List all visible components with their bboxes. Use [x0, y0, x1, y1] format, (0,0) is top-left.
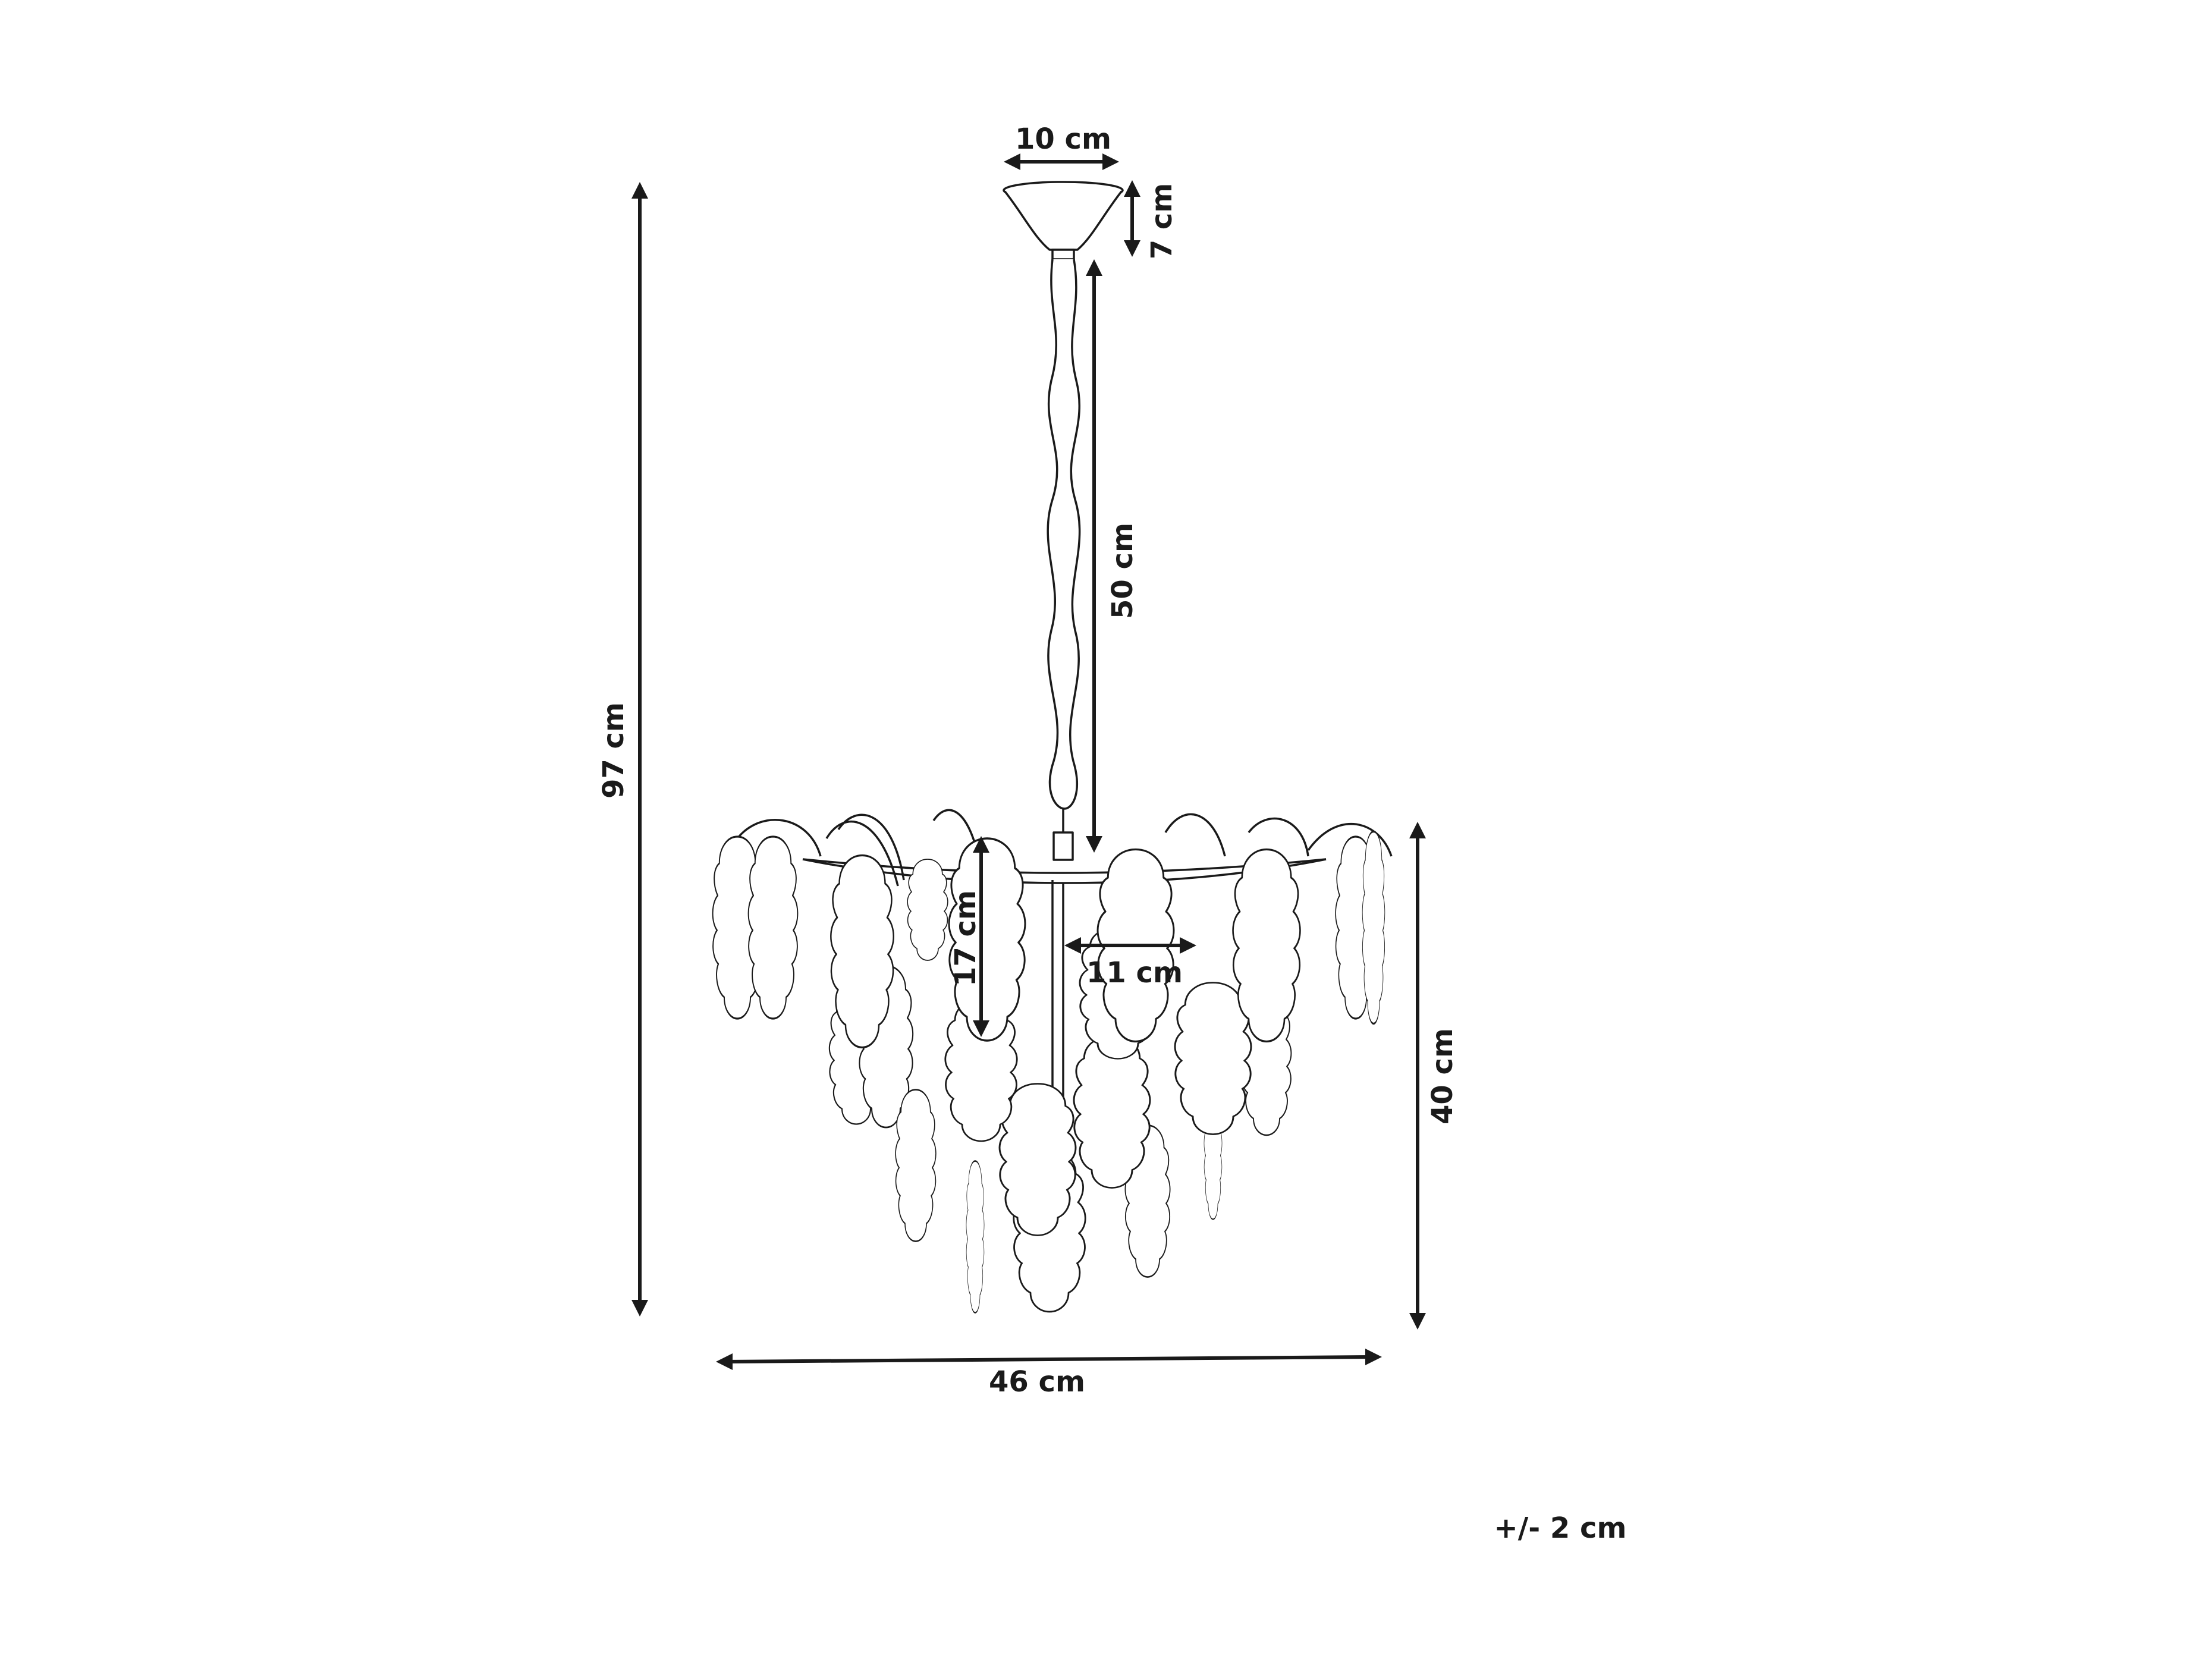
total-height-arrow [631, 182, 648, 1316]
chandelier-illustration [712, 181, 1393, 1314]
dimension-labels: 10 cm 7 cm 50 cm 97 cm 40 cm 17 cm 11 cm… [597, 122, 1626, 1545]
shade-height-arrow [1409, 822, 1426, 1330]
canopy-width-label: 10 cm [1015, 122, 1111, 156]
total-height-label: 97 cm [597, 702, 630, 799]
ceiling-canopy [1003, 181, 1124, 260]
leaf-height-label: 17 cm [949, 890, 982, 986]
chain-connector [1052, 831, 1074, 861]
suspension-chain [1047, 259, 1081, 810]
canopy-height-label: 7 cm [1145, 183, 1179, 260]
total-width-label: 46 cm [989, 1365, 1085, 1399]
tolerance-note: +/- 2 cm [1494, 1512, 1627, 1545]
shade-height-label: 40 cm [1426, 1028, 1459, 1124]
chain-length-arrow [1086, 259, 1102, 853]
leaf-width-arrow [1064, 937, 1196, 954]
dimension-lines [631, 153, 1426, 1370]
canopy-height-arrow [1124, 180, 1140, 257]
leaf-height-arrow [973, 836, 989, 1037]
leaf-hooks [736, 809, 1393, 887]
leaf-width-label: 11 cm [1086, 956, 1183, 989]
canopy-width-arrow [1004, 153, 1119, 170]
total-width-arrow [716, 1349, 1382, 1370]
chain-length-label: 50 cm [1106, 523, 1139, 619]
